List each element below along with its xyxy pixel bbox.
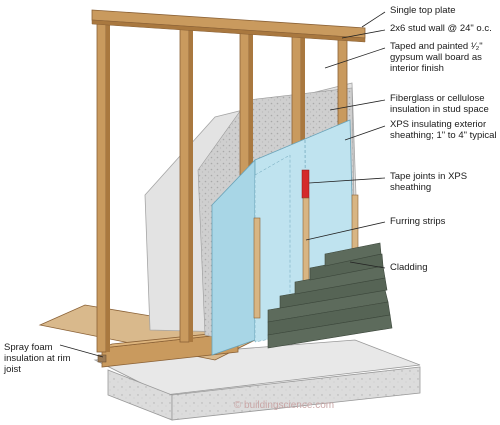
label-tape-joints: Tape joints in XPS sheathing [390, 171, 468, 193]
label-top-plate: Single top plate [390, 5, 456, 16]
cladding [267, 242, 393, 349]
label-furring-strips: Furring strips [390, 216, 446, 227]
label-insulation: Fiberglass or cellulose insulation in st… [390, 93, 489, 115]
label-spray-foam: Spray foam insulation at rim joist [4, 342, 71, 375]
label-cladding: Cladding [390, 262, 428, 273]
copyright-credit: © buildingscience.com [233, 400, 335, 411]
label-xps-sheathing: XPS insulating exterior sheathing; 1" to… [390, 119, 497, 141]
label-gypsum-board: Taped and painted ¹⁄₂" gypsum wall board… [390, 41, 483, 74]
label-stud-wall: 2x6 stud wall @ 24" o.c. [390, 23, 492, 34]
leader-lines [59, 11, 386, 358]
xps-joint-tape [301, 169, 310, 199]
top-plate [91, 9, 366, 43]
